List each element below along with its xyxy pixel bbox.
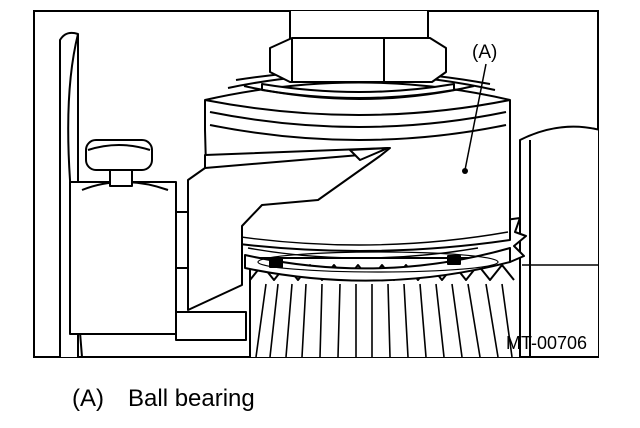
legend-text: Ball bearing <box>128 385 255 412</box>
callout-dot <box>462 168 468 174</box>
gauge-stylus-arm <box>187 147 391 311</box>
legend-row: (A) Ball bearing <box>72 385 255 413</box>
legend-key: (A) <box>72 385 104 412</box>
lower-ring <box>244 247 511 282</box>
figure-code: MT-00706 <box>506 333 587 353</box>
right-housing <box>519 125 598 357</box>
hex-nut <box>243 37 475 100</box>
callout-leader <box>464 63 487 171</box>
callout-label-a: (A) <box>472 42 497 63</box>
